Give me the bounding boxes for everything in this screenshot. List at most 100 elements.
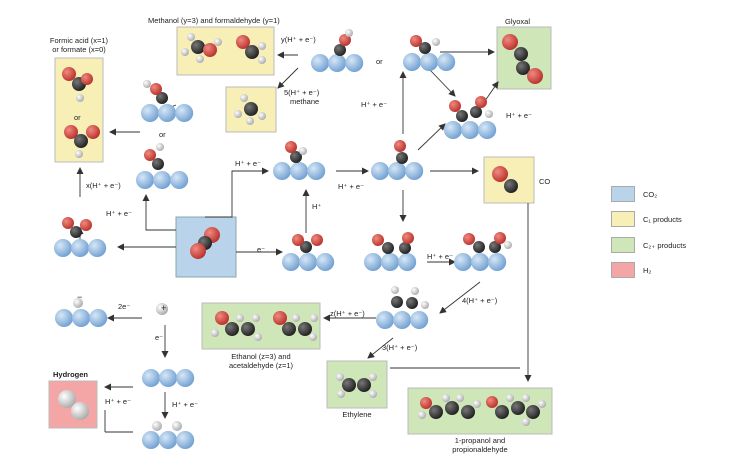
hydrogen-atom	[309, 333, 317, 341]
hydrogen-atom	[369, 373, 377, 381]
copper-atom	[444, 121, 462, 139]
formic-label-line1: Formic acid (x=1)	[49, 36, 109, 45]
hydrogen-atom	[432, 38, 440, 46]
propanol-label-line2: propionaldehyde	[452, 445, 508, 454]
methane-label: methane	[290, 97, 320, 106]
copper-atom	[299, 253, 318, 271]
hydrogen-atom	[143, 80, 151, 88]
or-left-label: or	[159, 130, 166, 139]
hydrogen-atom	[258, 42, 266, 50]
copper-atom	[405, 162, 424, 180]
e-minus-center-label: e⁻	[257, 245, 266, 254]
hydrogen-atom	[504, 241, 512, 249]
hydrogen-atom	[418, 411, 426, 419]
carbon-atom	[290, 151, 302, 163]
copper-atom	[478, 121, 497, 139]
methane-reaction-label: 5(H⁺ + e⁻)	[284, 88, 320, 97]
carbon-atom	[191, 40, 205, 54]
copper-atom	[176, 431, 195, 449]
molecular-models	[54, 29, 546, 449]
carbon-atom	[282, 322, 296, 336]
hydrogen-atom	[485, 110, 493, 118]
hydrogen-atom	[76, 94, 84, 102]
oxygen-atom	[86, 125, 100, 139]
oxygen-atom	[150, 83, 162, 95]
hydrogen-atom	[522, 418, 530, 426]
copper-atom	[376, 311, 394, 329]
ethylene-box	[326, 360, 388, 409]
copper-atom	[153, 171, 172, 189]
legend-label: CO₂	[643, 189, 658, 199]
plus-sign: +	[161, 303, 167, 313]
ethanol-label-line2: acetaldehyde (z=1)	[229, 361, 293, 370]
carbon-atom	[244, 102, 258, 116]
carbon-atom	[399, 242, 411, 254]
hydrogen-atom	[522, 394, 530, 402]
carbon-atom	[152, 158, 164, 170]
hydrogen-atom	[292, 314, 300, 322]
hpe-hydrogen-label: H⁺ + e⁻	[105, 397, 132, 406]
hydrogen-atom	[421, 301, 429, 309]
copper-atom	[170, 171, 189, 189]
hydrogen-atom	[369, 390, 377, 398]
legend-swatch	[611, 186, 635, 202]
hydrogen-atom	[172, 421, 182, 431]
hydrogen-atom	[187, 33, 195, 41]
oxygen-atom	[410, 35, 422, 47]
copper-atom	[345, 54, 364, 72]
carbon-atom	[473, 241, 485, 253]
hydrogen-atom	[252, 314, 260, 322]
hpe-left-label: H⁺ + e⁻	[106, 209, 133, 218]
oxygen-atom	[62, 67, 76, 81]
oxygen-atom	[475, 96, 487, 108]
copper-atom	[364, 253, 382, 271]
two-e-label: 2e⁻	[118, 302, 131, 311]
carbon-atom	[70, 226, 82, 238]
oxygen-atom	[372, 234, 384, 246]
copper-atom	[328, 54, 347, 72]
hydrogen-atom	[258, 56, 266, 64]
oxygen-atom	[402, 232, 414, 244]
hydrogen-atom	[156, 143, 164, 151]
oxygen-atom	[144, 149, 156, 161]
hydrogen-atom	[152, 421, 162, 431]
legend-item-c1: C₁ products	[611, 211, 682, 227]
carbon-atom	[156, 92, 168, 104]
carbon-atom	[526, 405, 540, 419]
copper-atom	[311, 54, 329, 72]
oxygen-atom	[420, 397, 432, 409]
legend-label: C₁ products	[643, 214, 682, 224]
copper-atom	[142, 431, 160, 449]
hydrogen-atom	[214, 38, 222, 46]
oxygen-atom	[285, 141, 297, 153]
legend-swatch	[611, 237, 635, 253]
copper-atom	[176, 369, 195, 387]
hydrogen-atom	[71, 402, 89, 420]
carbon-atom	[300, 241, 312, 253]
oxygen-atom	[273, 311, 287, 325]
copper-atom	[388, 162, 407, 180]
oxygen-atom	[486, 396, 498, 408]
oxygen-atom	[527, 68, 543, 84]
copper-atom	[158, 104, 177, 122]
oxygen-atom	[80, 219, 92, 231]
carbon-atom	[391, 296, 403, 308]
carbon-atom	[516, 61, 530, 75]
hydrogen-atom	[196, 55, 204, 63]
carbon-atom	[504, 179, 518, 193]
hydrogen-atom	[411, 287, 419, 295]
carbon-atom	[445, 401, 459, 415]
h-plus-label: H⁺	[312, 202, 322, 211]
hpe-top-label: H⁺ + e⁻	[361, 100, 388, 109]
legend-item-c2: C₂₊ products	[611, 237, 686, 253]
co-label: CO	[539, 177, 551, 186]
copper-atom	[142, 369, 160, 387]
oxygen-atom	[64, 125, 78, 139]
copper-atom	[410, 311, 429, 329]
carbon-atom	[456, 110, 468, 122]
hpe-center-top-label: H⁺ + e⁻	[235, 159, 262, 168]
oxygen-atom	[236, 35, 250, 49]
hydrogen-atom	[538, 400, 546, 408]
